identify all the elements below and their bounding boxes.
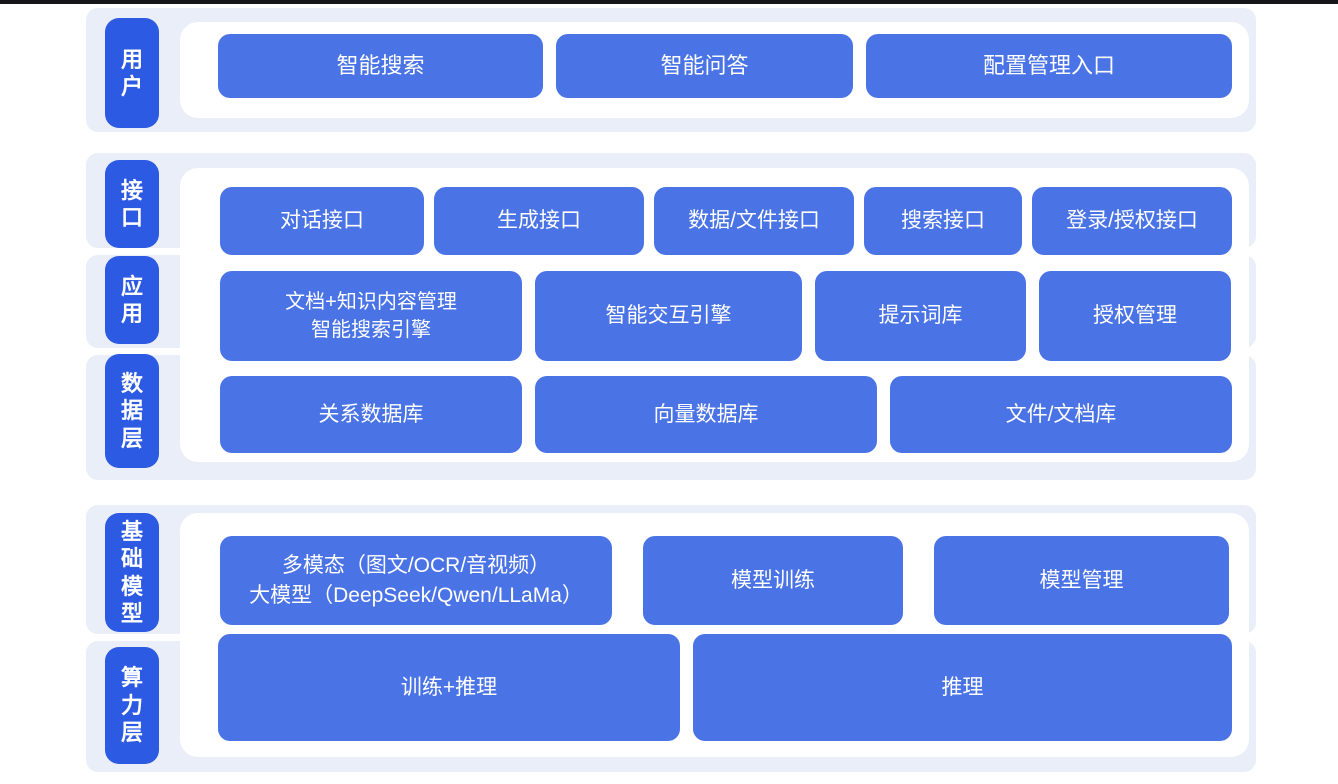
foundation-layer-row: 多模态（图文/OCR/音视频） 大模型（DeepSeek/Qwen/LLaMa）… (220, 536, 1229, 625)
node-model-training: 模型训练 (643, 536, 903, 625)
node-doc-knowledge-search-engine: 文档+知识内容管理 智能搜索引擎 (220, 271, 522, 361)
node-config-entry: 配置管理入口 (866, 34, 1232, 98)
node-model-management: 模型管理 (934, 536, 1229, 625)
application-layer-row: 文档+知识内容管理 智能搜索引擎 智能交互引擎 提示词库 授权管理 (220, 271, 1231, 361)
node-dialog-api: 对话接口 (220, 187, 424, 255)
node-smart-qa: 智能问答 (556, 34, 853, 98)
data-layer-label: 数据层 (105, 354, 159, 468)
compute-layer-label: 算力层 (105, 647, 159, 764)
node-auth-management: 授权管理 (1039, 271, 1231, 361)
node-file-doc-store: 文件/文档库 (890, 376, 1232, 453)
interface-layer-label: 接口 (105, 160, 159, 248)
data-layer-row: 关系数据库 向量数据库 文件/文档库 (220, 376, 1232, 453)
node-login-auth-api: 登录/授权接口 (1032, 187, 1232, 255)
node-generation-api: 生成接口 (434, 187, 644, 255)
application-layer-label: 应用 (105, 256, 159, 344)
slide-bottom-rule (0, 0, 1338, 4)
foundation-layer-label: 基础模型 (105, 513, 159, 632)
node-training-inference: 训练+推理 (218, 634, 680, 741)
user-layer-label: 用户 (105, 18, 159, 128)
node-smart-search: 智能搜索 (218, 34, 543, 98)
node-inference: 推理 (693, 634, 1232, 741)
node-search-api: 搜索接口 (864, 187, 1022, 255)
node-prompt-library: 提示词库 (815, 271, 1026, 361)
interface-layer-row: 对话接口 生成接口 数据/文件接口 搜索接口 登录/授权接口 (220, 187, 1232, 255)
compute-layer-row: 训练+推理 推理 (218, 634, 1232, 741)
node-relational-db: 关系数据库 (220, 376, 522, 453)
user-layer-row: 智能搜索 智能问答 配置管理入口 (218, 34, 1232, 98)
node-multimodal-llm: 多模态（图文/OCR/音视频） 大模型（DeepSeek/Qwen/LLaMa） (220, 536, 612, 625)
node-data-file-api: 数据/文件接口 (654, 187, 854, 255)
node-vector-db: 向量数据库 (535, 376, 877, 453)
node-interaction-engine: 智能交互引擎 (535, 271, 802, 361)
